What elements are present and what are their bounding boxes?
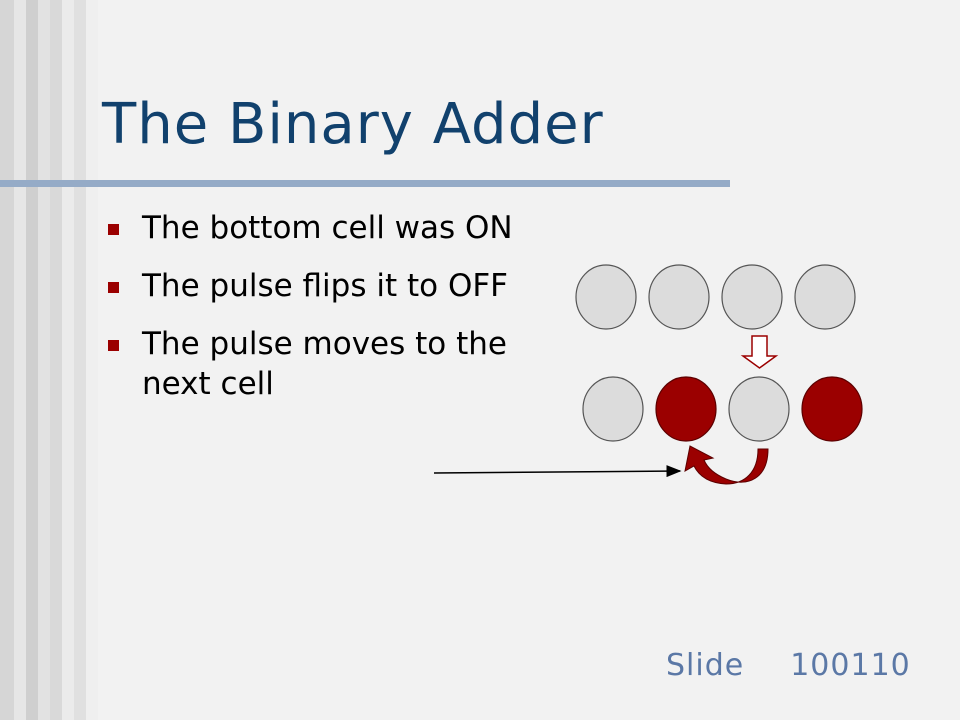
down-arrow-icon bbox=[740, 335, 779, 369]
slide-title: The Binary Adder bbox=[102, 92, 604, 157]
cell-off bbox=[794, 264, 856, 330]
bullet-item: The pulse flips it to OFF bbox=[104, 266, 524, 306]
bullet-list: The bottom cell was ON The pulse flips i… bbox=[104, 208, 524, 422]
title-underline bbox=[0, 180, 730, 187]
cell-on bbox=[801, 376, 863, 442]
bullet-text: The pulse moves to the next cell bbox=[142, 326, 507, 402]
cell-off bbox=[648, 264, 710, 330]
bullet-item: The pulse moves to the next cell bbox=[104, 324, 524, 404]
top-cell-row bbox=[575, 264, 856, 330]
bullet-item: The bottom cell was ON bbox=[104, 208, 524, 248]
bullet-square-icon bbox=[108, 282, 119, 293]
cell-off bbox=[582, 376, 644, 442]
bullet-square-icon bbox=[108, 224, 119, 235]
cell-off bbox=[728, 376, 790, 442]
background-stripes bbox=[0, 0, 110, 720]
bullet-text: The bottom cell was ON bbox=[142, 210, 513, 246]
bullet-square-icon bbox=[108, 340, 119, 351]
slide-footer: Slide 100110 bbox=[666, 648, 911, 683]
carry-curved-arrow-icon bbox=[684, 445, 769, 485]
pointer-arrow bbox=[433, 465, 682, 478]
cell-off bbox=[721, 264, 783, 330]
cell-on bbox=[655, 376, 717, 442]
slide-footer-label: Slide bbox=[666, 648, 745, 683]
bottom-cell-row bbox=[582, 376, 863, 442]
cell-off bbox=[575, 264, 637, 330]
bullet-text: The pulse flips it to OFF bbox=[142, 268, 509, 304]
slide-footer-number: 100110 bbox=[790, 648, 911, 683]
